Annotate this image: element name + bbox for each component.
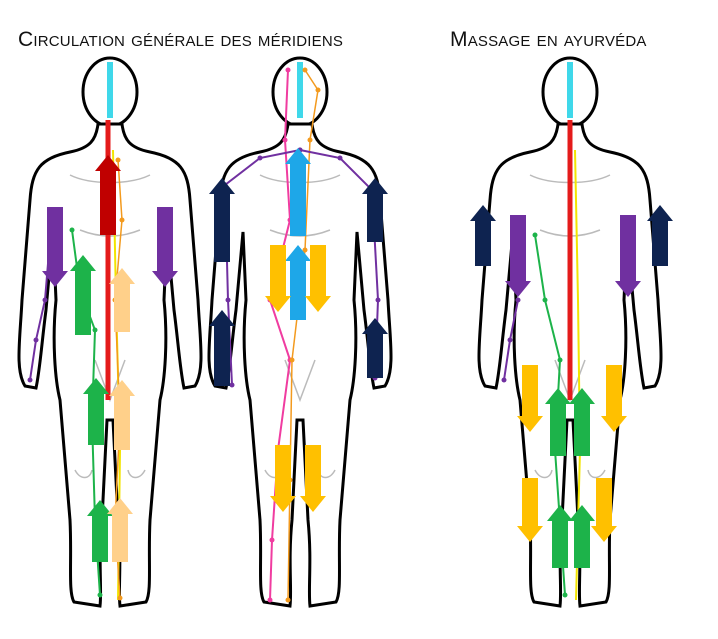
arrow-up xyxy=(569,388,595,456)
meridian-point xyxy=(307,137,313,143)
arrow-up xyxy=(285,148,311,236)
meridian-point xyxy=(117,595,123,601)
arrow-down xyxy=(505,215,531,297)
meridian-point xyxy=(285,67,291,73)
meridian-point xyxy=(269,537,275,543)
meridian-point xyxy=(557,357,563,363)
meridian-point xyxy=(92,327,98,333)
title-general-circulation: Circulation générale des méridiens xyxy=(18,28,344,51)
meridian-point xyxy=(69,227,75,233)
meridian-point xyxy=(375,297,381,303)
arrow-up xyxy=(470,205,496,266)
arrow-up xyxy=(285,245,311,320)
meridian-point xyxy=(289,357,295,363)
title-ayurveda-massage: Massage en ayurvéda xyxy=(450,28,647,51)
meridian-point xyxy=(515,297,521,303)
arrow-up xyxy=(109,268,135,332)
meridian-point xyxy=(302,247,308,253)
meridian-point xyxy=(562,592,568,598)
meridian-point xyxy=(285,597,291,603)
meridian-point xyxy=(302,67,308,73)
meridian-point xyxy=(267,597,273,603)
arrow-down xyxy=(300,445,326,512)
arrow-down xyxy=(265,245,291,312)
arrow-down xyxy=(591,478,617,542)
meridian-point xyxy=(97,592,103,598)
meridian-point xyxy=(119,217,125,223)
meridian-point xyxy=(229,382,235,388)
meridian-point xyxy=(282,137,288,143)
arrow-down xyxy=(152,207,178,287)
arrow-up xyxy=(83,378,109,445)
meridian-point xyxy=(42,297,48,303)
arrow-up xyxy=(647,205,673,266)
arrow-up xyxy=(545,388,571,456)
arrow-up xyxy=(209,178,235,262)
arrow-up xyxy=(362,178,388,242)
arrow-down xyxy=(270,445,296,512)
arrow-down xyxy=(305,245,331,312)
meridian-point xyxy=(501,377,507,383)
meridian-point xyxy=(315,87,321,93)
arrow-up xyxy=(109,380,135,450)
arrow-down xyxy=(615,215,641,297)
arrow-up xyxy=(95,155,121,235)
meridian-point xyxy=(27,377,33,383)
meridian-point xyxy=(225,297,231,303)
arrow-down xyxy=(42,207,68,287)
arrow-up xyxy=(547,505,573,568)
meridian-point xyxy=(33,337,39,343)
meridian-point xyxy=(257,155,263,161)
arrow-up xyxy=(87,500,113,562)
meridian-point xyxy=(507,337,513,343)
arrow-up xyxy=(569,505,595,568)
meridian-point xyxy=(542,297,548,303)
arrow-down xyxy=(517,478,543,542)
arrow-up xyxy=(362,318,388,378)
meridian-point xyxy=(337,155,343,161)
arrow-up xyxy=(107,498,133,562)
arrow-down xyxy=(601,365,627,432)
meridian-arrows xyxy=(42,148,673,568)
arrow-up xyxy=(70,255,96,335)
meridian-point xyxy=(532,232,538,238)
arrow-down xyxy=(517,365,543,432)
meridian-point xyxy=(115,157,121,163)
arrow-up xyxy=(209,310,235,386)
